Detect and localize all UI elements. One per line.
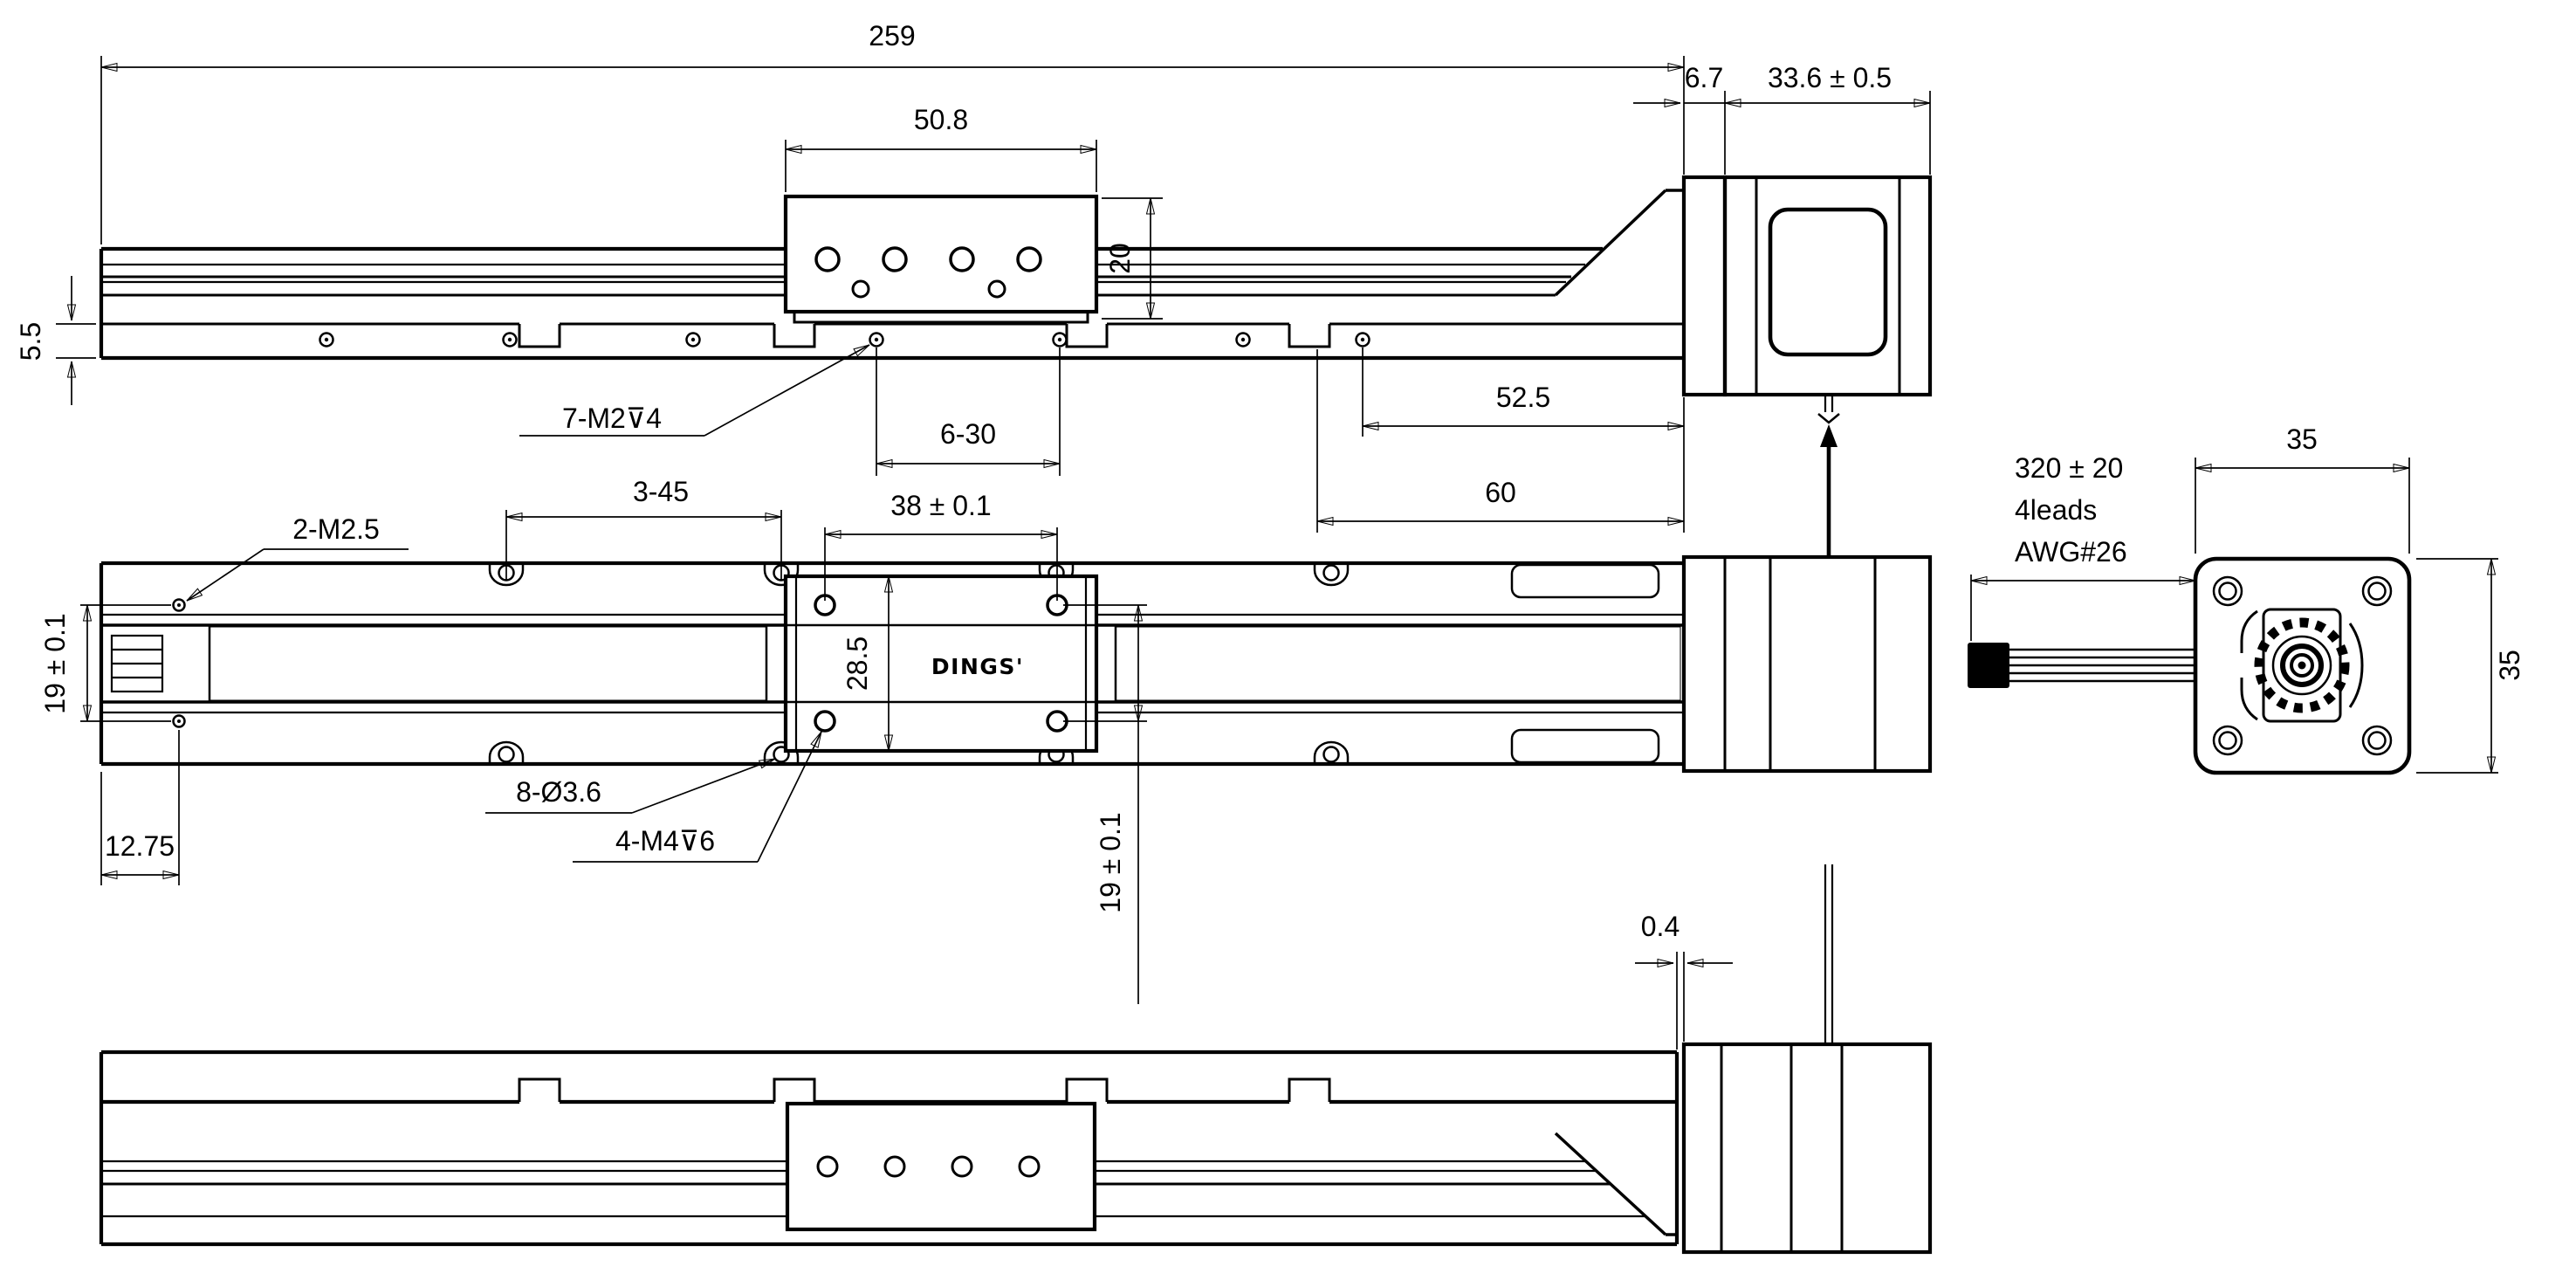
brand-logo: DINGS'	[931, 654, 1024, 679]
table-tap-hole	[814, 710, 836, 733]
dim-table-height: 20	[1104, 243, 1136, 274]
label-cable-gauge: AWG#26	[2015, 536, 2127, 568]
sensor-slot	[1510, 563, 1660, 599]
dim-end-hole-offset: 12.75	[105, 830, 175, 862]
end-tap-hole	[172, 714, 186, 728]
dim-motor-depth: 33.6 ± 0.5	[1768, 62, 1892, 93]
label-cable-length: 320 ± 20	[2015, 452, 2123, 484]
base-mounting-holes	[319, 332, 1370, 348]
label-table-tap: 4-M4⊽6	[615, 825, 715, 857]
dim-motor-width: 35	[2286, 423, 2318, 455]
bottom-view-dimensions: 0.4	[1635, 911, 1733, 1050]
rail-profile	[99, 189, 1684, 361]
motor-end-view: 320 ± 20 4leads AWG#26 35 35	[1968, 423, 2525, 775]
sensor-slot	[1510, 728, 1660, 764]
dim-overall-length: 259	[869, 20, 915, 52]
plan-view: DINGS' 2-M2.5 3-45 38 ± 0.1 28.5	[39, 476, 1933, 1004]
end-view-dimensions: 320 ± 20 4leads AWG#26 35 35	[1970, 423, 2525, 774]
rail-notch	[1065, 1077, 1109, 1102]
dim-adapter-thickness: 6.7	[1685, 62, 1723, 93]
carriage-side	[783, 194, 1099, 324]
rail-notch	[773, 324, 816, 348]
label-base-tap: 7-M2⊽4	[562, 403, 662, 434]
motor-side	[1681, 175, 1933, 561]
motor-shaft-gear	[2240, 608, 2364, 723]
dim-table-width: 28.5	[841, 637, 873, 691]
dim-table-hole-pitch-x: 38 ± 0.1	[890, 490, 991, 521]
side-view-dimensions: 259 50.8 6.7 33.6 ± 0.5 20 5.5 7-M2⊽4	[15, 20, 1931, 533]
cable-connector	[1968, 643, 2009, 688]
dim-base-hole-pitch: 6-30	[940, 418, 996, 450]
rail-notch	[518, 324, 561, 348]
dim-base-height: 5.5	[15, 322, 46, 361]
cable-stub	[1817, 413, 1840, 424]
label-cable-leads: 4leads	[2015, 494, 2097, 526]
carriage-bottom	[785, 1101, 1097, 1232]
dim-motor-height: 35	[2494, 650, 2525, 681]
label-ear-holes: 8-Ø3.6	[516, 776, 601, 808]
gear-teeth	[2254, 617, 2350, 713]
bottom-view: 0.4	[99, 864, 1933, 1255]
dim-sensor-outer: 60	[1485, 477, 1516, 508]
end-tap-hole	[172, 598, 186, 612]
plan-view-dimensions: 2-M2.5 3-45 38 ± 0.1 28.5 19 ± 0.1 8-Ø3.…	[39, 476, 1147, 1004]
dim-end-hole-pitch: 19 ± 0.1	[39, 613, 71, 713]
dim-ear-pitch: 3-45	[633, 476, 689, 507]
rail-notch	[773, 1077, 816, 1102]
motor-bottom	[1681, 864, 1933, 1255]
side-view: 259 50.8 6.7 33.6 ± 0.5 20 5.5 7-M2⊽4	[15, 20, 1933, 561]
lead-screw	[209, 625, 1681, 702]
dim-motor-gap: 0.4	[1641, 911, 1680, 942]
rail-notch	[1065, 324, 1109, 348]
motor-body-outline	[1768, 207, 1888, 357]
dim-carriage-length: 50.8	[914, 104, 968, 135]
rail-notch	[1288, 324, 1331, 348]
carriage-plan: DINGS'	[783, 574, 1099, 754]
rail-notch	[1288, 1077, 1331, 1102]
motor-face-screws	[2212, 575, 2393, 756]
motor-plan	[1681, 554, 1933, 774]
dim-table-hole-pitch-y: 19 ± 0.1	[1095, 812, 1126, 912]
rail-notch	[518, 1077, 561, 1102]
motor-cable-leads	[1968, 643, 2195, 688]
label-end-tap: 2-M2.5	[292, 513, 380, 545]
dim-sensor-inner: 52.5	[1496, 382, 1550, 413]
